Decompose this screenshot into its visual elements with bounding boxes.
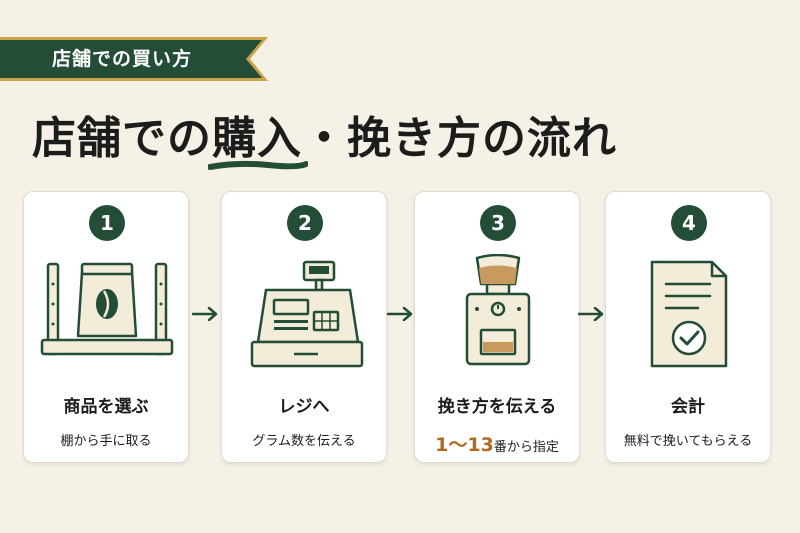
- step-number-badge: 4: [671, 205, 707, 241]
- step-subtitle: グラム数を伝える: [252, 434, 356, 449]
- step-title: レジへ: [278, 397, 330, 417]
- step-subtitle: 番から指定: [493, 440, 559, 455]
- step-title: 会計: [671, 397, 705, 417]
- coffee-grinder-icon: [465, 254, 531, 366]
- arrow-right-icon: [387, 307, 413, 321]
- step-card-1: 1 商品を選ぶ 棚から手に取る: [23, 191, 189, 463]
- ribbon-label: 店舗での買い方: [52, 48, 193, 70]
- grind-range: 1〜13: [435, 434, 494, 456]
- cash-register-icon: [250, 260, 364, 368]
- page-title: 店舗での 購入 ・挽き方の流れ: [32, 102, 617, 170]
- step-number-badge: 2: [287, 205, 323, 241]
- arrow-right-icon: [578, 307, 604, 321]
- ribbon-shape: [0, 37, 268, 81]
- step-title: 商品を選ぶ: [63, 397, 149, 417]
- brush-underline: [208, 160, 308, 170]
- document-check-icon: [650, 260, 728, 368]
- coffee-bag-shelf-icon: [40, 262, 174, 356]
- title-highlight: 購入: [208, 102, 308, 170]
- step-number-badge: 3: [480, 205, 516, 241]
- step-subtitle: 無料で挽いてもらえる: [623, 434, 753, 449]
- title-part2: ・挽き方の流れ: [302, 113, 617, 164]
- step-number-badge: 1: [89, 205, 125, 241]
- step-card-3: 3 挽き方を伝える 1〜13番から指定: [414, 191, 580, 463]
- step-card-4: 4 会計 無料で挽いてもらえる: [605, 191, 771, 463]
- title-part1: 店舗での: [32, 113, 212, 164]
- section-ribbon: 店舗での買い方: [0, 37, 268, 81]
- arrow-right-icon: [192, 307, 218, 321]
- step-title: 挽き方を伝える: [437, 397, 557, 417]
- step-subtitle: 棚から手に取る: [60, 434, 152, 449]
- step-card-2: 2 レジへ グラム数を伝える: [221, 191, 387, 463]
- title-highlight-text: 購入: [212, 113, 302, 164]
- step-subtitle-line: 1〜13番から指定: [415, 430, 579, 457]
